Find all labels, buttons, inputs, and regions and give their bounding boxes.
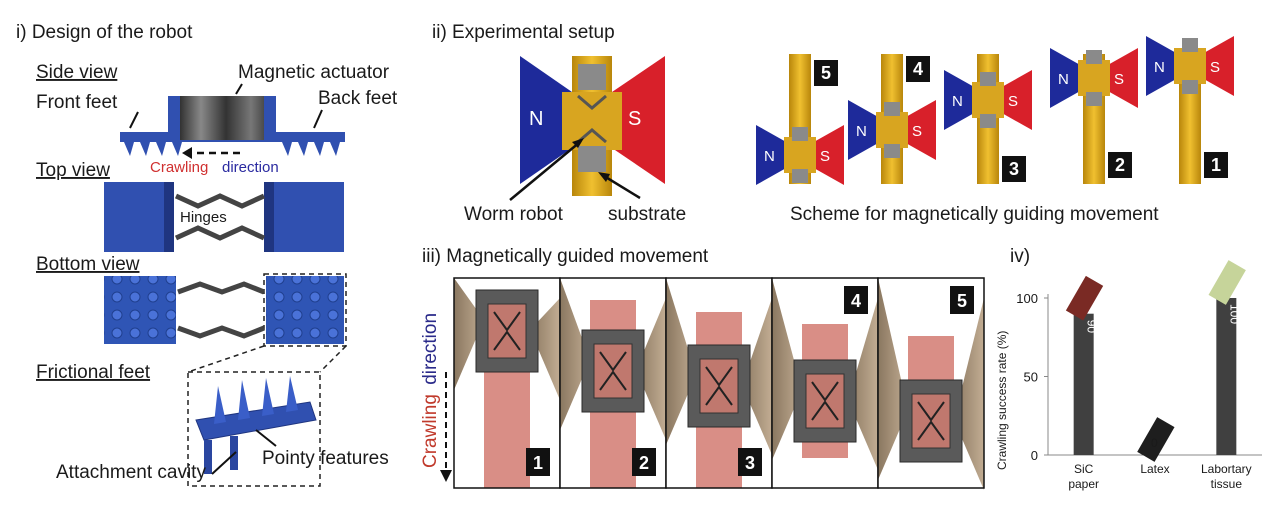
- step-badge-number: 5: [821, 63, 831, 83]
- bar-3: [1216, 298, 1237, 455]
- y-tick-label: 50: [1024, 370, 1038, 385]
- scheme-pole-n: N: [952, 93, 963, 110]
- frame-badge: [738, 448, 762, 476]
- x-tick-label: Labortary: [1201, 462, 1252, 476]
- bar-1: [1073, 313, 1094, 455]
- movement-frame-5: 5: [877, 277, 985, 490]
- scheme-pole-s: S: [912, 123, 922, 140]
- x-tick-label: tissue: [1211, 477, 1243, 491]
- step-badge-number: 4: [913, 59, 923, 79]
- big-pole-n: N: [529, 108, 543, 130]
- step-badge-number: 3: [1009, 159, 1019, 179]
- step-badge-number: 1: [1211, 155, 1221, 175]
- panel2-title: ii) Experimental setup: [432, 22, 615, 43]
- scheme-pole-n: N: [764, 148, 775, 165]
- data-label: 100: [1227, 304, 1241, 324]
- hinges-label: Hinges: [180, 209, 227, 226]
- movement-frames: 1 2 3 4 5: [453, 277, 985, 490]
- movement-frame-1: 1: [453, 277, 561, 489]
- movement-frame-2: 2: [559, 277, 667, 489]
- y-tick-label: 100: [1016, 291, 1038, 306]
- frame-badge-number: 1: [533, 453, 543, 473]
- step-badge: [1204, 152, 1228, 178]
- scheme-setup-5: N S 5: [756, 54, 844, 185]
- top-view-label: Top view: [36, 160, 110, 181]
- data-label: 0: [1151, 436, 1158, 450]
- y-tick-label: 0: [1031, 448, 1038, 463]
- side-view-robot: [120, 83, 345, 159]
- frame-badge-number: 5: [957, 291, 967, 311]
- step-badge-number: 2: [1115, 155, 1125, 175]
- side-view-label: Side view: [36, 62, 118, 83]
- material-swatch: [1137, 417, 1175, 462]
- frictional-feet-inset: [187, 371, 321, 487]
- bottom-view-label: Bottom view: [36, 254, 140, 275]
- scheme-pole-s: S: [1114, 71, 1124, 88]
- material-swatch: [1208, 260, 1246, 305]
- crawling-vertical: Crawling direction: [420, 313, 441, 468]
- movement-frame-4: 4: [771, 277, 879, 489]
- front-feet-label: Front feet: [36, 92, 118, 113]
- frame-badge-number: 3: [745, 453, 755, 473]
- back-feet-label: Back feet: [318, 88, 398, 109]
- scheme-pole-s: S: [1210, 59, 1220, 76]
- frame-badge: [844, 286, 868, 314]
- scheme-setup-1: N S 1: [1146, 36, 1234, 184]
- panel-chart: iv) Crawling success rate (%) 0 50 100 90Si…: [995, 246, 1262, 491]
- frame-badge-number: 4: [851, 291, 861, 311]
- panel3-title: iii) Magnetically guided movement: [422, 246, 709, 267]
- panel-design: i) Design of the robot Side view Magneti…: [16, 22, 398, 487]
- scheme-pole-n: N: [1154, 59, 1165, 76]
- top-view-robot: [104, 182, 344, 252]
- attachment-cavity-label: Attachment cavity: [56, 462, 206, 483]
- data-label: 90: [1085, 320, 1099, 334]
- panel-setup: ii) Experimental setup N S Worm robot su…: [432, 22, 1234, 225]
- panel4-title: iv): [1010, 246, 1030, 267]
- step-badge: [1002, 156, 1026, 182]
- step-badge: [814, 60, 838, 86]
- direction-word: direction: [222, 159, 279, 176]
- crawling-word: Crawling: [150, 159, 208, 176]
- worm-robot-label: Worm robot: [464, 204, 564, 225]
- substrate-label: substrate: [608, 204, 686, 225]
- frame-badge-number: 2: [639, 453, 649, 473]
- frame-badge: [526, 448, 550, 476]
- y-axis-label: Crawling success rate (%): [995, 331, 1009, 470]
- setup-illustration: [509, 56, 665, 201]
- big-pole-s: S: [628, 108, 641, 130]
- movement-frame-3: 3: [665, 277, 773, 489]
- scheme-pole-s: S: [820, 148, 830, 165]
- scheme-caption: Scheme for magnetically guiding movement: [790, 204, 1159, 225]
- x-tick-label: paper: [1068, 477, 1099, 491]
- scheme-setup-3: N S 3: [944, 54, 1032, 184]
- frame-badge: [950, 286, 974, 314]
- scheme-pole-n: N: [1058, 71, 1069, 88]
- frame-badge: [632, 448, 656, 476]
- scheme-pole-n: N: [856, 123, 867, 140]
- step-badge: [906, 56, 930, 82]
- panel1-title: i) Design of the robot: [16, 22, 193, 43]
- pointy-features-label: Pointy features: [262, 448, 389, 469]
- scheme-pole-s: S: [1008, 93, 1018, 110]
- magnetic-actuator-label: Magnetic actuator: [238, 62, 390, 83]
- bottom-view-robot: [104, 273, 347, 373]
- material-swatch: [1065, 275, 1104, 321]
- scheme-setup-2: N S 2: [1050, 48, 1138, 184]
- x-tick-label: Latex: [1140, 462, 1169, 476]
- scheme-setup-4: N S 4: [848, 54, 936, 184]
- step-badge: [1108, 152, 1132, 178]
- x-tick-label: SiC: [1074, 462, 1094, 476]
- frictional-feet-label: Frictional feet: [36, 362, 151, 383]
